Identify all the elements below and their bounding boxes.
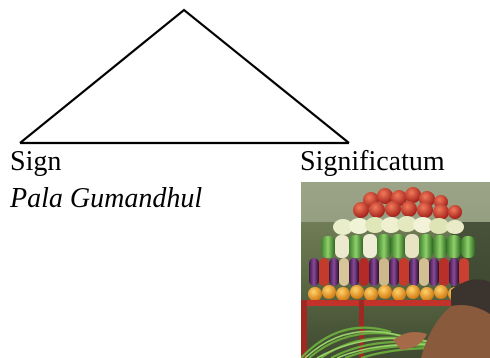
significatum-label: Significatum [300,146,445,177]
pala-gumandhul-label: Pala Gumandhul [10,183,203,214]
vegetable-market-photo [301,182,490,358]
triangle-outline [19,8,350,144]
sign-label: Sign [10,146,62,177]
